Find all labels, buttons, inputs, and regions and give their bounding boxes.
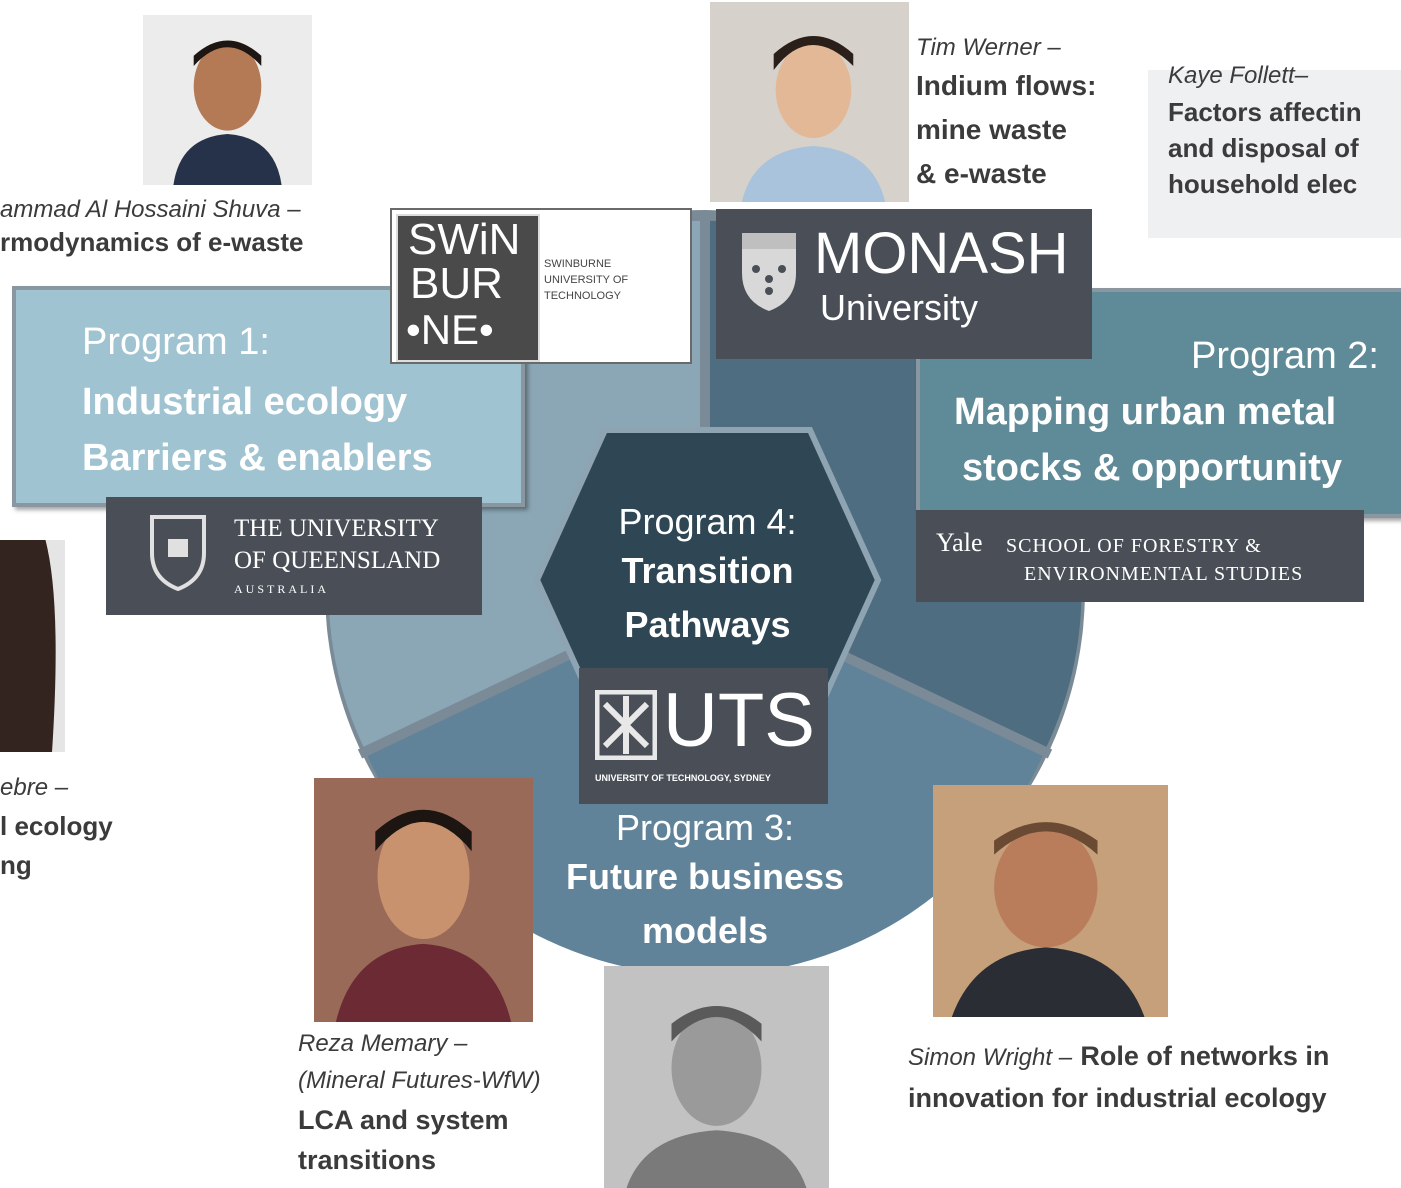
- uq-line-2: OF QUEENSLAND: [234, 547, 441, 574]
- swinburne-big-2: BUR: [410, 259, 503, 308]
- swinburne-big-3: •NE•: [406, 306, 494, 353]
- werner-name: Tim Werner –: [916, 34, 1061, 61]
- follett-topic-2: and disposal of: [1168, 133, 1359, 163]
- yale-line-1: SCHOOL OF FORESTRY &: [1006, 535, 1262, 557]
- uq-line-1: THE UNIVERSITY: [234, 515, 439, 542]
- photo-wright: [933, 785, 1168, 1017]
- swinburne-small-3: TECHNOLOGY: [544, 290, 622, 302]
- werner-topic-3: & e-waste: [916, 158, 1047, 189]
- gebre-name: ebre –: [0, 774, 69, 801]
- monash-sub: University: [820, 287, 979, 328]
- program-4-text: Program 4: Transition Pathways: [560, 500, 855, 652]
- program-1-box: Program 1: Industrial ecology Barriers &…: [12, 286, 525, 507]
- follett-name: Kaye Follett–: [1168, 62, 1309, 89]
- wright-topic-2: innovation for industrial ecology: [908, 1083, 1327, 1113]
- caption-memary: Reza Memary – (Mineral Futures-WfW) LCA …: [298, 1026, 603, 1180]
- program-2-box: Program 2: Mapping urban metal stocks & …: [916, 288, 1401, 518]
- follett-topic-3: household elec: [1168, 169, 1358, 199]
- uts-sub: UNIVERSITY OF TECHNOLOGY, SYDNEY: [595, 773, 771, 783]
- program-1-title-line2: Barriers & enablers: [82, 437, 433, 479]
- swinburne-emblem: SWiN BUR •NE•: [396, 214, 540, 362]
- gebre-topic-1: l ecology: [0, 811, 113, 841]
- swinburne-logo: SWiN BUR •NE• SWINBURNE UNIVERSITY OF TE…: [390, 208, 692, 364]
- program-2-label: Program 2:: [1191, 335, 1379, 377]
- uq-crest-icon: [150, 515, 206, 592]
- monash-logo: MONASH University: [716, 209, 1092, 359]
- uts-name: UTS: [663, 678, 815, 763]
- photo-fourth-person: [604, 966, 829, 1188]
- swinburne-small-2: UNIVERSITY OF: [544, 274, 629, 286]
- werner-topic-2: mine waste: [916, 114, 1067, 145]
- yale-line-2: ENVIRONMENTAL STUDIES: [1024, 563, 1304, 585]
- monash-name: MONASH: [814, 221, 1069, 286]
- wright-topic-1: Role of networks in: [1080, 1041, 1330, 1071]
- program-1-title-line1: Industrial ecology: [82, 381, 408, 423]
- program-4-label: Program 4:: [618, 501, 797, 542]
- memary-name: Reza Memary –: [298, 1030, 468, 1057]
- yale-logo: Yale SCHOOL OF FORESTRY & ENVIRONMENTAL …: [916, 510, 1364, 602]
- werner-topic-1: Indium flows:: [916, 70, 1097, 101]
- program-2-title-line1: Mapping urban metal: [954, 391, 1337, 433]
- follett-topic-1: Factors affectin: [1168, 97, 1362, 127]
- program-3-title-line2: models: [641, 910, 769, 951]
- memary-topic-1: LCA and system: [298, 1105, 509, 1135]
- photo-memary: [314, 778, 533, 1022]
- program-4-title-line1: Transition: [621, 550, 794, 591]
- uq-logo: THE UNIVERSITY OF QUEENSLAND AUSTRALIA: [106, 497, 482, 615]
- photo-gebre: [0, 540, 65, 752]
- photo-werner: [710, 2, 909, 202]
- uts-emblem-icon: [595, 690, 657, 760]
- monash-crest-icon: [742, 233, 796, 311]
- yale-word: Yale: [936, 528, 983, 557]
- uq-line-3: AUSTRALIA: [234, 582, 329, 596]
- swinburne-big-1: SWiN: [408, 215, 521, 264]
- caption-shuva: ammad Al Hossaini Shuva – rmodynamics of…: [0, 194, 380, 258]
- wright-name: Simon Wright –: [908, 1044, 1073, 1071]
- gebre-topic-2: ng: [0, 850, 32, 880]
- shuva-topic: rmodynamics of e-waste: [0, 227, 304, 257]
- caption-wright: Simon Wright – Role of networks in innov…: [908, 1036, 1401, 1118]
- program-3-label: Program 3:: [615, 807, 795, 848]
- program-2-title-line2: stocks & opportunity: [962, 447, 1343, 489]
- swinburne-small-1: SWINBURNE: [544, 258, 612, 270]
- uts-logo: UTS UNIVERSITY OF TECHNOLOGY, SYDNEY: [579, 668, 828, 804]
- caption-werner: Tim Werner – Indium flows: mine waste & …: [916, 32, 1146, 196]
- program-3-title-line1: Future business: [565, 856, 845, 897]
- program-1-label: Program 1:: [82, 321, 270, 363]
- follett-panel: [1148, 70, 1401, 238]
- caption-follett: Kaye Follett– Factors affectin and dispo…: [1168, 58, 1401, 202]
- program-4-title-line2: Pathways: [624, 604, 791, 645]
- photo-shuva: [143, 15, 312, 185]
- memary-topic-2: transitions: [298, 1145, 437, 1175]
- memary-affiliation: (Mineral Futures-WfW): [298, 1067, 541, 1094]
- shuva-name: ammad Al Hossaini Shuva –: [0, 196, 301, 223]
- wright-line-1: Simon Wright – Role of networks in: [908, 1036, 1401, 1078]
- caption-gebre: ebre – l ecology ng: [0, 770, 200, 884]
- program-3-text: Program 3: Future business models: [540, 806, 870, 958]
